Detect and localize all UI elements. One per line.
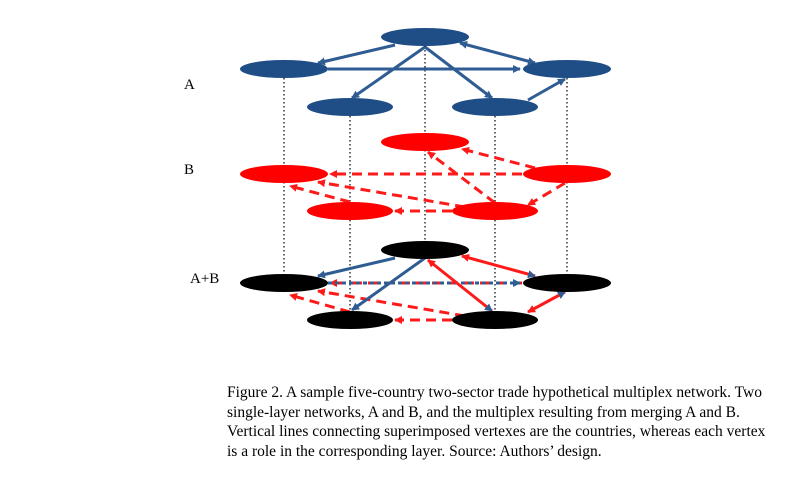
layer-a-nodes (240, 28, 611, 116)
multiplex-edges-mixed (317, 253, 566, 314)
layer-b-edges (289, 146, 566, 215)
caption-line: Figure 2. A sample five-country two-sect… (227, 384, 762, 401)
caption-line: single-layer networks, A and B, and the … (227, 403, 740, 421)
layer-a-edges (317, 40, 566, 102)
layer-label-b: B (184, 162, 195, 178)
caption-line: is a role in the corresponding layer. So… (227, 442, 602, 460)
layer-label-ab: A+B (190, 271, 220, 287)
figure-caption: Figure 2. A sample five-country two-sect… (227, 383, 787, 461)
layer-label-a: A (184, 77, 195, 93)
layer-b-nodes (240, 133, 611, 220)
country-lines (283, 38, 568, 320)
caption-line: Vertical lines connecting superimposed v… (227, 423, 766, 440)
multiplex-nodes (240, 241, 611, 329)
